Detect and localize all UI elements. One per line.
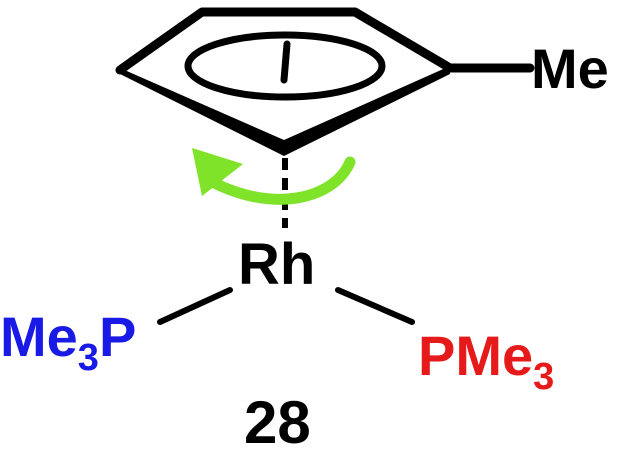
phosphine-left-subscript: 3 (78, 337, 99, 379)
ring-top-bonds (115, 7, 455, 75)
phosphine-left-label: Me3P (0, 305, 136, 379)
ring-wedge-right (284, 66, 450, 156)
phosphine-right-subscript: 3 (533, 356, 554, 398)
phosphine-left-me: Me (0, 305, 78, 368)
metal-label: Rh (238, 232, 315, 297)
ellipse-hash-mark (280, 40, 291, 84)
phosphine-right-label: PMe3 (418, 324, 554, 398)
rotation-arrow (199, 156, 356, 205)
phosphine-left-p: P (99, 305, 136, 368)
rotation-arrowhead (192, 148, 243, 196)
compound-number: 28 (244, 389, 311, 451)
methyl-label: Me (531, 37, 609, 100)
bond-rh-p-right (335, 287, 415, 325)
ring-front-edge (119, 69, 285, 150)
phosphine-right-pme: PMe (418, 324, 533, 387)
aromatic-ellipse (184, 31, 386, 101)
bond-rh-p-left (157, 287, 233, 325)
